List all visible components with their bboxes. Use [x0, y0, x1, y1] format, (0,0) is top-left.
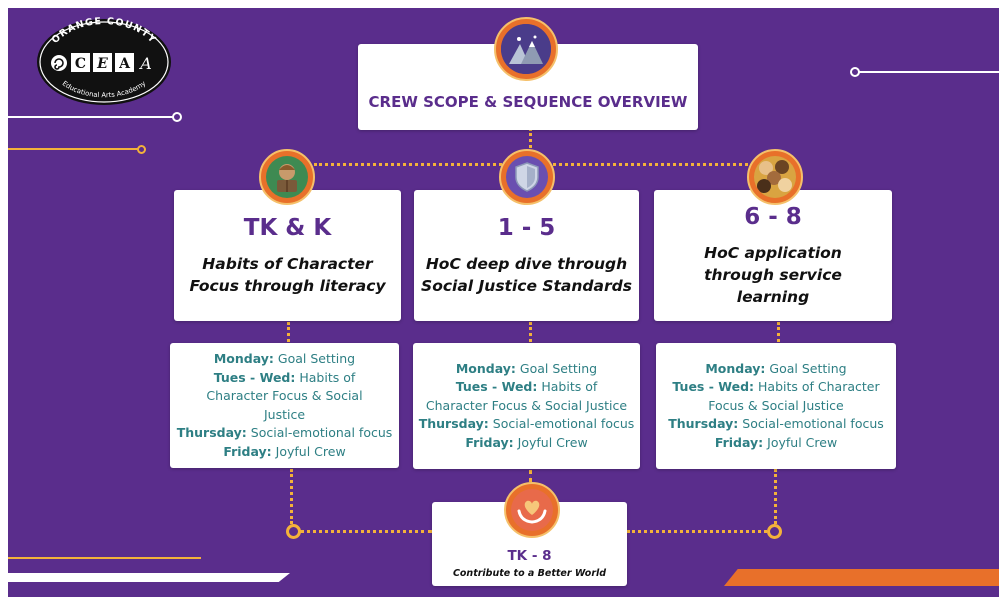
- schedule-text: Goal Setting: [277, 351, 356, 366]
- schedule-text: Social-emotional focus: [492, 416, 635, 432]
- schedule-line-tues-wed: Tues - Wed: Habits of Character Focus & …: [170, 369, 399, 425]
- infographic-canvas: ORANGE COUNTY C E A A Educational Arts A…: [8, 8, 999, 597]
- column-icon-badge: [259, 149, 315, 205]
- column-grade: TK & K: [243, 214, 332, 241]
- decor-line-white-right: [857, 71, 999, 73]
- schedule-text: Joyful Crew: [517, 434, 588, 450]
- schedule-line-thursday: Thursday: Social-emotional focus: [668, 415, 884, 434]
- decor-line-orange-left: [8, 148, 138, 150]
- column-focus: HoC deep dive through Social Justice Sta…: [421, 254, 632, 295]
- school-logo: ORANGE COUNTY C E A A Educational Arts A…: [35, 16, 173, 107]
- schedule-day: Friday:: [714, 434, 764, 450]
- column-focus: HoC application through service learning: [704, 243, 842, 306]
- connector-col3-down: [774, 469, 777, 524]
- schedule-card-tk-k: Monday: Goal Setting Tues - Wed: Habits …: [170, 343, 399, 468]
- column-icon-badge: [499, 149, 555, 205]
- connector-col3-top: [777, 322, 780, 342]
- decor-line-orange-bottom: [8, 557, 201, 559]
- connector-title-down: [529, 128, 532, 165]
- column-card-tk-k: TK & K Habits of Character Focus through…: [174, 190, 401, 321]
- connector-node-left: [286, 524, 301, 539]
- schedule-line-monday: Monday: Goal Setting: [705, 360, 846, 379]
- connector-col1-top: [287, 322, 290, 342]
- column-focus: Habits of Character Focus through litera…: [189, 254, 386, 295]
- decor-orange-stripe: [724, 569, 999, 586]
- title-icon-badge: [494, 17, 558, 81]
- schedule-day: Monday:: [213, 351, 274, 366]
- page-title: CREW SCOPE & SEQUENCE OVERVIEW: [368, 93, 688, 111]
- schedule-line-friday: Friday: Joyful Crew: [465, 434, 587, 453]
- logo-script-letter: A: [138, 54, 152, 73]
- schedule-text: Habits of Character Focus & Social Justi…: [206, 369, 363, 422]
- schedule-card-6-8: Monday: Goal Setting Tues - Wed: Habits …: [656, 343, 896, 469]
- schedule-text: Habits of Character Focus & Social Justi…: [425, 379, 628, 413]
- schedule-day: Monday:: [705, 360, 766, 376]
- bottom-focus: Contribute to a Better World: [452, 567, 607, 579]
- logo-letter-c: C: [75, 56, 86, 72]
- connector-bottom-left: [300, 530, 432, 533]
- schedule-line-tues-wed: Tues - Wed: Habits of Character Focus & …: [656, 378, 896, 415]
- schedule-line-tues-wed: Tues - Wed: Habits of Character Focus & …: [413, 378, 640, 415]
- column-card-6-8: 6 - 8 HoC application through service le…: [654, 190, 892, 321]
- schedule-line-friday: Friday: Joyful Crew: [223, 443, 345, 462]
- schedule-day: Monday:: [455, 360, 516, 376]
- decor-dot-white-right: [850, 67, 860, 77]
- schedule-day: Thursday:: [418, 416, 489, 432]
- schedule-text: Goal Setting: [519, 360, 598, 376]
- community-hands-icon: [757, 160, 792, 193]
- schedule-day: Thursday:: [668, 416, 739, 432]
- connector-col2-down: [529, 470, 532, 482]
- schedule-day: Thursday:: [176, 425, 247, 440]
- reading-child-icon: [277, 164, 297, 192]
- logo-letter-a: A: [118, 56, 131, 72]
- decor-dot-white-left: [172, 112, 182, 122]
- connector-col2-top: [529, 322, 532, 342]
- schedule-text: Goal Setting: [769, 360, 847, 376]
- schedule-day: Friday:: [223, 443, 272, 459]
- decor-line-white-left: [8, 116, 174, 118]
- connector-node-right: [767, 524, 782, 539]
- schedule-text: Joyful Crew: [275, 443, 346, 459]
- shield-icon: [515, 162, 539, 192]
- schedule-day: Tues - Wed:: [213, 369, 296, 385]
- column-card-1-5: 1 - 5 HoC deep dive through Social Justi…: [414, 190, 639, 321]
- column-grade: 6 - 8: [744, 203, 802, 230]
- schedule-text: Social-emotional focus: [250, 425, 393, 440]
- schedule-text: Joyful Crew: [767, 434, 838, 450]
- decor-dot-orange-left: [137, 145, 146, 154]
- schedule-line-monday: Monday: Goal Setting: [214, 350, 355, 369]
- schedule-line-thursday: Thursday: Social-emotional focus: [419, 415, 635, 434]
- schedule-card-1-5: Monday: Goal Setting Tues - Wed: Habits …: [413, 343, 640, 469]
- schedule-line-friday: Friday: Joyful Crew: [715, 434, 837, 453]
- schedule-text: Social-emotional focus: [742, 416, 884, 432]
- mountains-icon: [501, 24, 551, 74]
- bottom-icon-badge: [504, 482, 560, 538]
- schedule-day: Friday:: [465, 434, 514, 450]
- connector-col1-down: [290, 469, 293, 524]
- heart-hands-icon: [517, 500, 547, 524]
- column-grade: 1 - 5: [497, 214, 556, 241]
- connector-bottom-right: [627, 530, 767, 533]
- bottom-grade: TK - 8: [507, 547, 552, 564]
- schedule-day: Tues - Wed:: [455, 379, 538, 395]
- schedule-text: Habits of Character Focus & Social Justi…: [708, 379, 880, 413]
- schedule-line-thursday: Thursday: Social-emotional focus: [177, 424, 393, 443]
- decor-white-stripe: [8, 573, 290, 582]
- schedule-line-monday: Monday: Goal Setting: [456, 360, 597, 379]
- logo-letter-e: E: [96, 56, 108, 72]
- column-icon-badge: [747, 149, 803, 205]
- schedule-day: Tues - Wed:: [672, 379, 755, 395]
